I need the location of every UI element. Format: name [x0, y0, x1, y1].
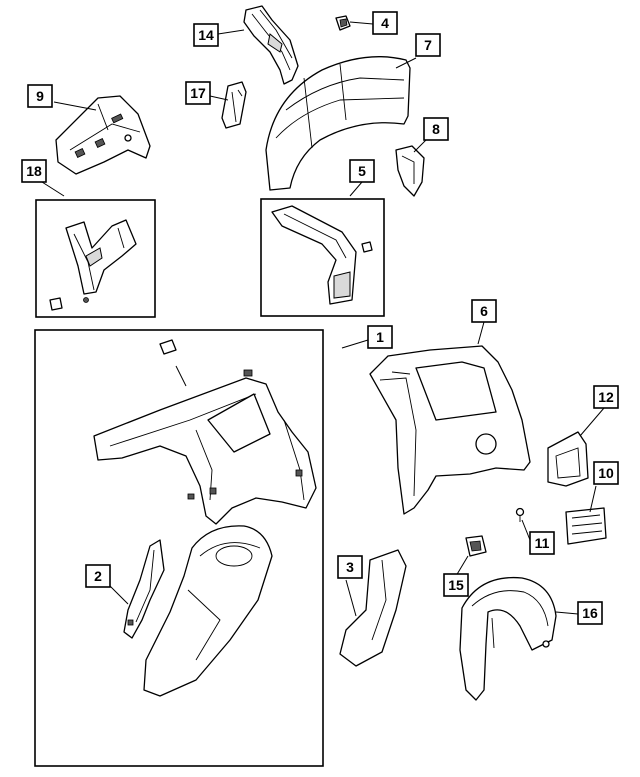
callout-1: 1 — [367, 325, 393, 349]
callout-8: 8 — [423, 117, 449, 141]
callout-17-label: 17 — [190, 85, 206, 101]
callout-8-label: 8 — [432, 121, 440, 137]
part-15-retainer — [465, 535, 487, 557]
group-frame-5 — [260, 198, 385, 317]
part-9-bracket-assembly — [55, 95, 151, 175]
callout-15: 15 — [443, 573, 469, 597]
part-2-lower-pillar — [123, 539, 165, 639]
callout-2: 2 — [85, 564, 111, 588]
part-12-taillamp-pocket — [547, 431, 589, 487]
callout-12: 12 — [593, 385, 619, 409]
callout-4: 4 — [372, 11, 398, 35]
part-3-lower-rail — [339, 549, 407, 667]
callout-5-label: 5 — [358, 163, 366, 179]
callout-18: 18 — [21, 159, 47, 183]
callout-7-label: 7 — [424, 37, 432, 53]
callout-9: 9 — [27, 84, 53, 108]
part-1-inner-quarter-panel — [93, 339, 317, 525]
part-17-bracket — [221, 81, 247, 129]
callout-16: 16 — [577, 601, 603, 625]
callout-3-label: 3 — [346, 559, 354, 575]
callout-11: 11 — [529, 531, 555, 555]
callout-1-label: 1 — [376, 329, 384, 345]
callout-14: 14 — [193, 23, 219, 47]
part-1-wheelhouse-inner — [143, 525, 273, 697]
callout-6: 6 — [471, 299, 497, 323]
group-frame-18 — [35, 199, 156, 318]
group-frame-1 — [34, 329, 324, 767]
callout-12-label: 12 — [598, 389, 614, 405]
callout-4-label: 4 — [381, 15, 389, 31]
part-6-outer-quarter-panel — [369, 345, 531, 515]
part-16-wheelhouse-liner — [459, 576, 557, 701]
callout-11-label: 11 — [535, 535, 550, 551]
leader-lines — [41, 21, 605, 617]
callout-3: 3 — [337, 555, 363, 579]
part-4-clip — [335, 15, 351, 31]
callout-15-label: 15 — [448, 577, 464, 593]
callout-14-label: 14 — [198, 27, 214, 43]
callout-10: 10 — [593, 461, 619, 485]
callout-6-label: 6 — [480, 303, 488, 319]
callout-18-label: 18 — [26, 163, 42, 179]
callout-17: 17 — [185, 81, 211, 105]
callout-10-label: 10 — [598, 465, 614, 481]
part-11-push-pin — [515, 507, 525, 522]
part-10-vent-grille — [565, 507, 607, 545]
part-18-pillar-bracket — [49, 219, 137, 311]
part-14-pillar-reinforcement — [243, 5, 299, 85]
callout-5: 5 — [349, 159, 375, 183]
callout-9-label: 9 — [36, 88, 44, 104]
part-7-wheelhouse-cover — [265, 56, 411, 191]
callout-2-label: 2 — [94, 568, 102, 584]
callout-7: 7 — [415, 33, 441, 57]
part-5-rail-reinforcement — [271, 205, 373, 305]
callout-16-label: 16 — [582, 605, 598, 621]
part-8-fuel-door-housing — [395, 145, 425, 197]
